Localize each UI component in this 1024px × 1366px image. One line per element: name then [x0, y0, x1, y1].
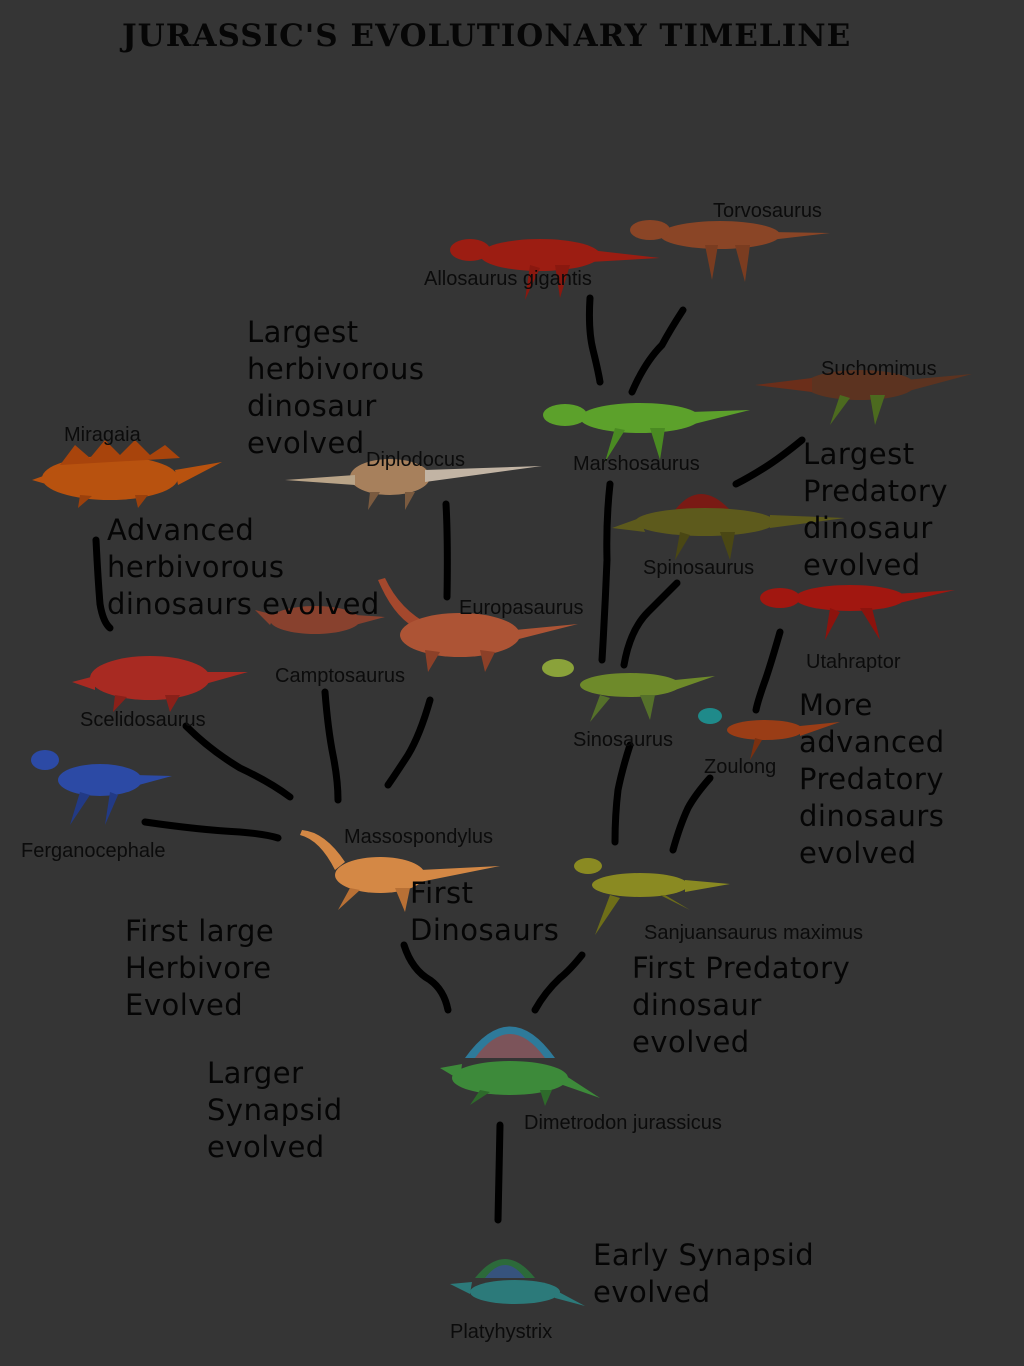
label-scelidosaurus: Scelidosaurus: [80, 709, 206, 731]
label-suchomimus: Suchomimus: [821, 358, 937, 380]
label-dimetrodon-jurassicus: Dimetrodon jurassicus: [524, 1112, 722, 1134]
connector-marshosaurus-allosaurus: [585, 294, 604, 386]
creature-massospondylus: [300, 830, 500, 912]
connector-sinosaurus-spinosaurus: [620, 579, 681, 669]
connector-dimetrodon-sanjuansaurus: [531, 951, 586, 1014]
creature-sanjuansaurus-maximus: [574, 858, 730, 935]
note-first-large-herbivore: First large Herbivore Evolved: [125, 914, 275, 1022]
note-more-advanced-predatory: More advanced Predatory dinosaurs evolve…: [799, 688, 945, 870]
label-allosaurus-gigantis: Allosaurus gigantis: [424, 268, 592, 290]
creature-europasaurus: [378, 578, 578, 672]
label-ferganocephale: Ferganocephale: [21, 840, 166, 862]
note-larger-synapsid: Larger Synapsid evolved: [207, 1056, 343, 1164]
connector-lines: [92, 294, 806, 1224]
creature-diplodocus: [285, 459, 542, 510]
note-largest-herbivorous: Largest herbivorous dinosaur evolved: [247, 315, 425, 460]
connector-sinosaurus-marshosaurus: [598, 480, 614, 664]
note-advanced-herbivorous: Advanced herbivorous dinosaurs evolved: [107, 513, 380, 621]
label-miragaia: Miragaia: [64, 424, 141, 446]
creature-ferganocephale: [31, 750, 172, 825]
label-marshosaurus: Marshosaurus: [573, 453, 700, 475]
note-early-synapsid: Early Synapsid evolved: [593, 1238, 815, 1309]
connector-sanjuansaurus-zoulong: [669, 774, 714, 854]
creature-dimetrodon-jurassicus: [440, 1026, 600, 1106]
connector-marshosaurus-torvosaurus: [628, 306, 687, 396]
creature-torvosaurus: [630, 220, 830, 282]
creature-marshosaurus: [543, 403, 750, 462]
connector-massospondylus-europasaurus: [384, 696, 434, 789]
label-platyhystrix: Platyhystrix: [450, 1321, 553, 1343]
connector-massospondylus-scelidosaurus: [182, 722, 294, 801]
creature-zoulong: [698, 708, 840, 760]
note-first-dinosaurs: First Dinosaurs: [410, 876, 560, 947]
creature-allosaurus-gigantis: [450, 239, 660, 300]
label-diplodocus: Diplodocus: [366, 449, 465, 471]
label-torvosaurus: Torvosaurus: [713, 200, 822, 222]
note-first-predatory: First Predatory dinosaur evolved: [632, 951, 851, 1059]
label-utahraptor: Utahraptor: [806, 651, 901, 673]
creature-scelidosaurus: [72, 656, 248, 712]
connector-europasaurus-diplodocus: [442, 500, 451, 601]
label-sinosaurus: Sinosaurus: [573, 729, 674, 751]
connector-zoulong-utahraptor: [752, 628, 784, 714]
connector-scelidosaurus-miragaia: [92, 536, 114, 632]
connector-massospondylus-camptosaurus: [321, 688, 342, 804]
connector-sanjuansaurus-sinosaurus: [611, 741, 634, 846]
creature-spinosaurus: [612, 494, 845, 560]
creature-suchomimus: [755, 370, 972, 425]
connector-dimetrodon-platyhystrix: [494, 1121, 504, 1224]
label-europasaurus: Europasaurus: [459, 597, 584, 619]
connector-massospondylus-ferganocephale: [141, 818, 282, 842]
creature-platyhystrix: [450, 1259, 585, 1306]
connector-dimetrodon-massospondylus: [400, 941, 452, 1014]
creature-sinosaurus: [542, 659, 715, 722]
label-camptosaurus: Camptosaurus: [275, 665, 406, 687]
label-zoulong: Zoulong: [704, 756, 777, 778]
note-largest-predatory: Largest Predatory dinosaur evolved: [803, 437, 948, 582]
label-massospondylus: Massospondylus: [344, 826, 493, 848]
label-sanjuansaurus-maximus: Sanjuansaurus maximus: [644, 922, 863, 944]
connector-spinosaurus-suchomimus: [732, 436, 806, 488]
label-spinosaurus: Spinosaurus: [643, 557, 755, 579]
creature-utahraptor: [760, 585, 955, 640]
page-title: JURASSIC'S EVOLUTIONARY TIMELINE: [122, 18, 852, 54]
creature-camptosaurus: [255, 606, 385, 634]
creature-miragaia: [32, 440, 222, 508]
